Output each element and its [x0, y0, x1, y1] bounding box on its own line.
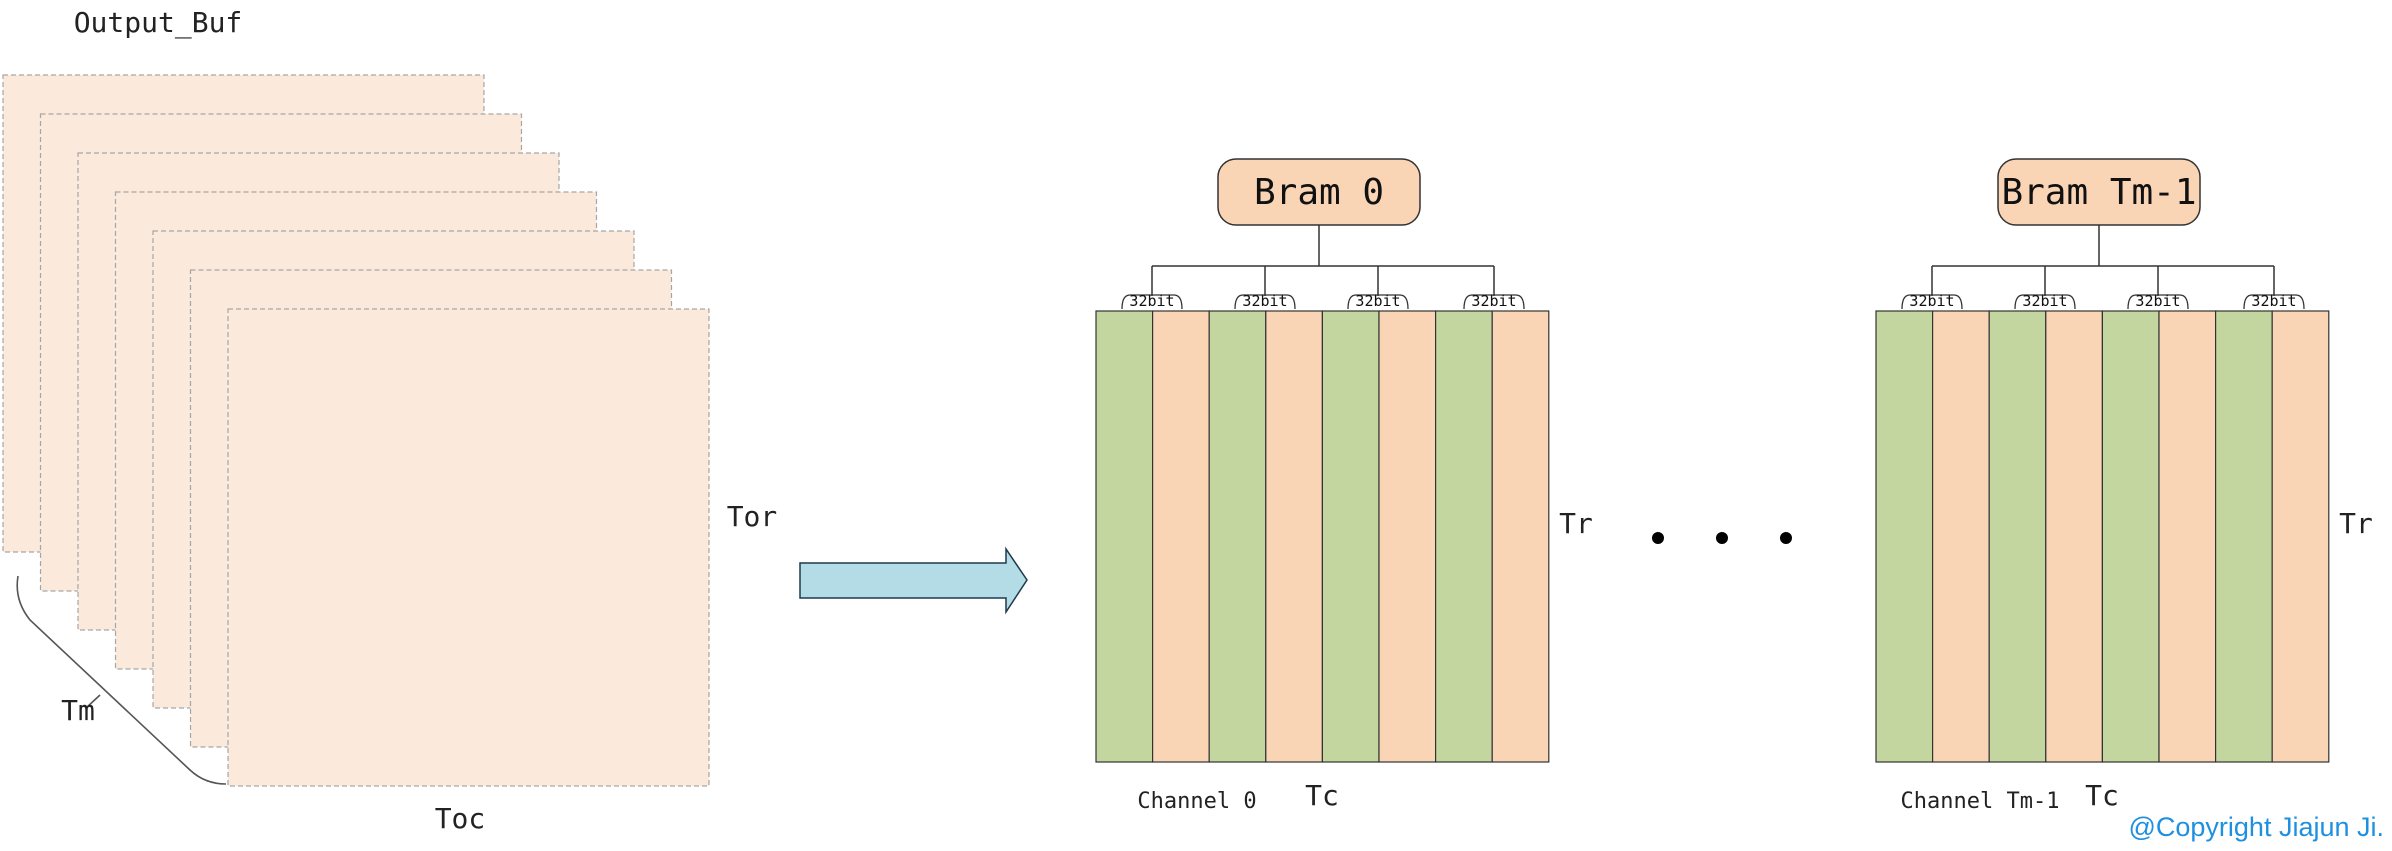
port-label: 32bit — [1242, 292, 1287, 310]
bram-label: Bram Tm-1 — [2001, 172, 2196, 213]
port-label: 32bit — [2135, 292, 2180, 310]
port-brace — [1463, 294, 1525, 310]
channel-width-label: Tc — [1305, 779, 1339, 812]
output-buffer-stack — [2, 74, 710, 787]
depth-bracket — [16, 575, 227, 785]
memory-column-green — [1095, 310, 1154, 763]
channel-label: Channel 0 — [1137, 789, 1256, 814]
bram-bus: 32bit 32bit 32bit 32bit — [1901, 225, 2305, 310]
port-brace — [2127, 294, 2189, 310]
bram-bus: 32bit 32bit 32bit 32bit — [1121, 225, 1525, 310]
bram-group-0: Bram 0 32bit 32bit 32bit 32bit Channel 0 Tc… — [1095, 158, 1593, 814]
memory-column-orange — [1151, 310, 1210, 763]
buffer-sheet — [227, 308, 710, 787]
port-brace — [2014, 294, 2076, 310]
memory-column-orange — [1491, 310, 1550, 763]
channel-label: Channel Tm-1 — [1901, 789, 2060, 814]
ellipsis-dot — [1780, 532, 1792, 544]
port-label: 32bit — [1355, 292, 1400, 310]
bram-label: Bram 0 — [1254, 172, 1384, 213]
memory-columns — [1095, 310, 1550, 763]
memory-column-green — [2101, 310, 2160, 763]
memory-column-orange — [1931, 310, 1990, 763]
output-buffer-height-label: Tor — [727, 500, 778, 533]
channel-height-label: Tr — [1559, 507, 1593, 540]
ellipsis-dot — [1716, 532, 1728, 544]
port-label: 32bit — [1471, 292, 1516, 310]
channel-height-label: Tr — [2339, 507, 2373, 540]
port-label: 32bit — [1909, 292, 1954, 310]
ellipsis — [1652, 532, 1792, 544]
port-brace — [1121, 294, 1183, 310]
copyright-text: @Copyright Jiajun Ji. — [2128, 812, 2384, 842]
depth-bracket-tick — [85, 694, 101, 709]
channel-width-label: Tc — [2085, 779, 2119, 812]
memory-column-orange — [1378, 310, 1437, 763]
memory-column-green — [2215, 310, 2273, 763]
port-brace — [2243, 294, 2305, 310]
memory-column-orange — [1265, 310, 1324, 763]
ellipsis-dot — [1652, 532, 1664, 544]
memory-column-orange — [2158, 310, 2217, 763]
port-brace — [1901, 294, 1963, 310]
output-buffer-width-label: Toc — [435, 802, 486, 835]
memory-column-green — [1208, 310, 1267, 763]
memory-column-green — [1988, 310, 2047, 763]
memory-column-green — [1875, 310, 1934, 763]
port-brace — [1347, 294, 1409, 310]
port-brace — [1234, 294, 1296, 310]
port-label: 32bit — [2251, 292, 2296, 310]
memory-column-green — [1434, 310, 1493, 763]
port-label: 32bit — [1129, 292, 1174, 310]
memory-column-orange — [2271, 310, 2330, 763]
transfer-arrow — [799, 546, 1028, 615]
memory-column-orange — [2045, 310, 2104, 763]
output-buffer-title: Output_Buf — [74, 6, 243, 40]
memory-column-green — [1321, 310, 1380, 763]
port-label: 32bit — [2022, 292, 2067, 310]
memory-columns — [1875, 310, 2330, 763]
output-buffer-depth-label: Tm — [61, 694, 95, 727]
bram-group-tm-1: Bram Tm-1 32bit 32bit 32bit 32bit Channel T… — [1875, 158, 2373, 814]
